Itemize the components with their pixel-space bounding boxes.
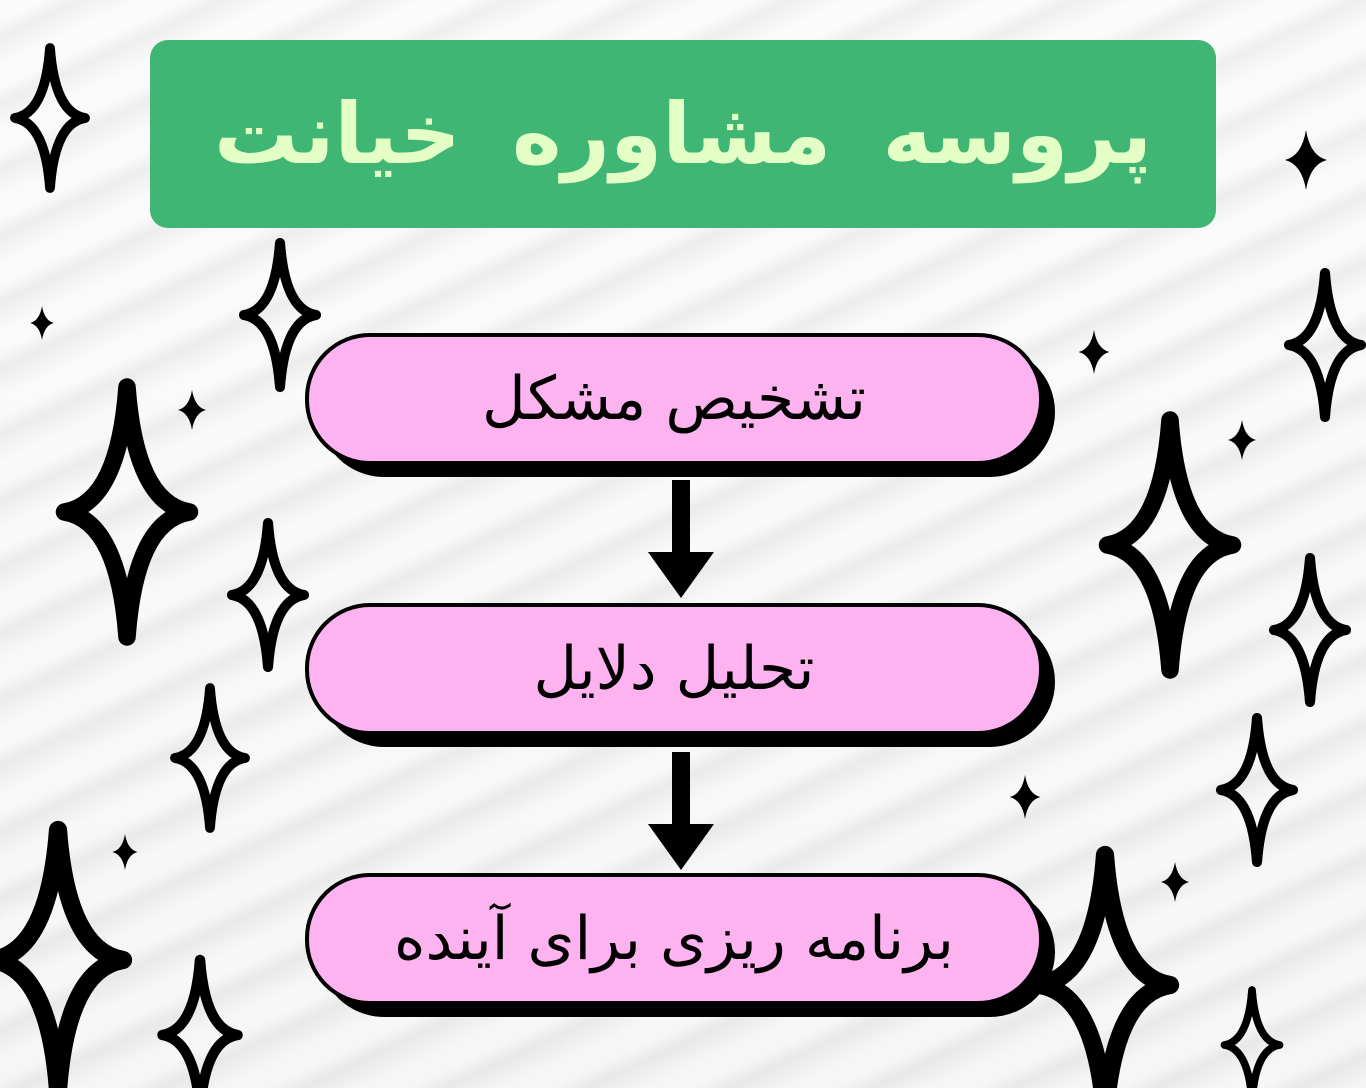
sparkle-icon [1274,558,1346,702]
step-label: برنامه ریزی برای آینده [394,904,954,974]
down-arrow-icon [648,480,714,598]
sparkle-icon [232,523,304,667]
step-label: تشخیص مشکل [482,364,866,434]
step-pill: تشخیص مشکل [305,333,1043,465]
sparkle-icon [65,387,190,637]
sparkle-icon [175,688,245,828]
sparkle-icon [1161,862,1189,902]
sparkle-icon [1040,855,1170,1088]
flow-step-2: تحلیل دلایل [305,603,1055,747]
sparkle-icon [1108,420,1233,670]
flow-step-3: برنامه ریزی برای آینده [305,873,1055,1017]
flow-step-1: تشخیص مشکل [305,333,1055,477]
step-pill: تحلیل دلایل [305,603,1043,735]
sparkle-icon [112,834,138,870]
step-label: تحلیل دلایل [533,634,815,704]
sparkle-icon [15,48,85,188]
sparkle-icon [0,830,123,1088]
sparkle-icon [1009,775,1041,819]
sparkle-icon [1285,130,1327,190]
sparkle-icon [1225,990,1280,1088]
sparkle-icon [163,960,238,1088]
step-pill: برنامه ریزی برای آینده [305,873,1043,1005]
sparkle-icon [30,306,54,340]
sparkle-icon [1221,718,1293,862]
sparkle-icon [178,390,206,430]
sparkle-icon [1078,330,1110,374]
page-title: پروسه مشاوره خیانت [213,85,1153,183]
sparkle-icon [1289,273,1361,417]
down-arrow-icon [648,752,714,870]
title-banner: پروسه مشاوره خیانت [150,40,1216,228]
sparkle-icon [1228,420,1256,460]
